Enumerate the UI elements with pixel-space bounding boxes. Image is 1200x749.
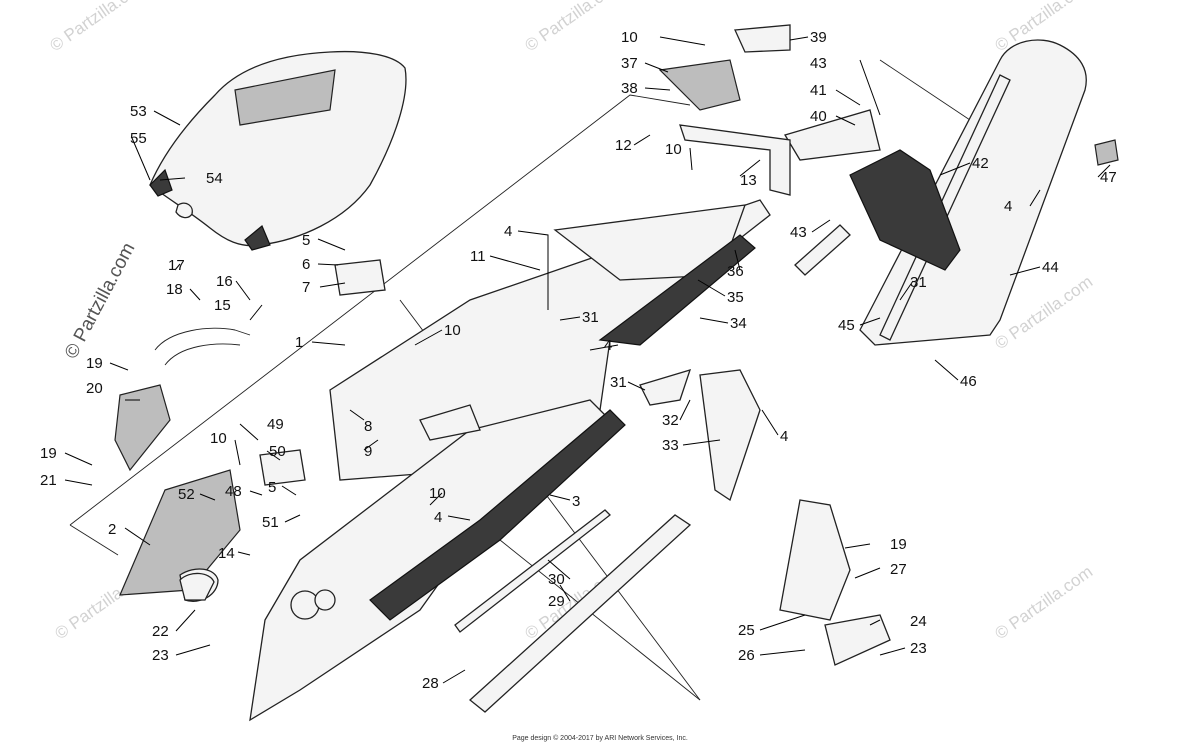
callout-14: 14 xyxy=(218,545,235,562)
callout-4: 4 xyxy=(780,428,788,445)
watermark: © Partzilla.com xyxy=(991,562,1096,643)
callout-34: 34 xyxy=(730,315,747,332)
callout-19: 19 xyxy=(40,445,57,462)
callout-12: 12 xyxy=(615,137,632,154)
callout-4: 4 xyxy=(434,509,442,526)
callout-51: 51 xyxy=(262,514,279,531)
callout-41: 41 xyxy=(810,82,827,99)
callout-20: 20 xyxy=(86,380,103,397)
callout-47: 47 xyxy=(1100,169,1117,186)
callout-4: 4 xyxy=(1004,198,1012,215)
callout-31: 31 xyxy=(910,274,927,291)
callout-15: 15 xyxy=(214,297,231,314)
callout-10: 10 xyxy=(665,141,682,158)
callout-22: 22 xyxy=(152,623,169,640)
callout-10: 10 xyxy=(444,322,461,339)
callout-11: 11 xyxy=(470,248,486,265)
callout-5: 5 xyxy=(268,479,276,496)
callout-labels: 1 2 3 4 4 4 4 4 5 5 6 7 8 9 10 10 10 10 … xyxy=(40,29,1117,692)
callout-19: 19 xyxy=(86,355,103,372)
callout-1: 1 xyxy=(295,334,303,351)
callout-31: 31 xyxy=(582,309,599,326)
callout-43: 43 xyxy=(790,224,807,241)
callout-3: 3 xyxy=(572,493,580,510)
callout-4: 4 xyxy=(604,337,612,354)
callout-44: 44 xyxy=(1042,259,1059,276)
callout-18: 18 xyxy=(166,281,183,298)
callout-49: 49 xyxy=(267,416,284,433)
callout-46: 46 xyxy=(960,373,977,390)
callout-28: 28 xyxy=(422,675,439,692)
callout-52: 52 xyxy=(178,486,195,503)
callout-10: 10 xyxy=(210,430,227,447)
callout-35: 35 xyxy=(727,289,744,306)
callout-32: 32 xyxy=(662,412,679,429)
callout-6: 6 xyxy=(302,256,310,273)
callout-30: 30 xyxy=(548,571,565,588)
callout-4: 4 xyxy=(504,223,512,240)
callout-48: 48 xyxy=(225,483,242,500)
running-board-rail xyxy=(454,509,692,713)
tunnel-chassis xyxy=(119,199,771,722)
callout-40: 40 xyxy=(810,108,827,125)
callout-39: 39 xyxy=(810,29,827,46)
callout-31: 31 xyxy=(610,374,627,391)
callout-43: 43 xyxy=(810,55,827,72)
rear-bumper xyxy=(859,39,1119,346)
callout-25: 25 xyxy=(738,622,755,639)
leader-lines xyxy=(64,36,1111,684)
callout-10: 10 xyxy=(429,485,446,502)
callout-2: 2 xyxy=(108,521,116,538)
callout-54: 54 xyxy=(206,170,223,187)
callout-33: 33 xyxy=(662,437,679,454)
callout-16: 16 xyxy=(216,273,233,290)
callout-55: 55 xyxy=(130,130,147,147)
page-footer: Page design © 2004-2017 by ARI Network S… xyxy=(512,735,688,742)
callout-53: 53 xyxy=(130,103,147,120)
callout-36: 36 xyxy=(727,263,744,280)
callout-38: 38 xyxy=(621,80,638,97)
callout-10: 10 xyxy=(621,29,638,46)
callout-21: 21 xyxy=(40,472,57,489)
callout-50: 50 xyxy=(269,443,286,460)
callout-27: 27 xyxy=(890,561,907,578)
callout-19: 19 xyxy=(890,536,907,553)
callout-42: 42 xyxy=(972,155,989,172)
snow-flap xyxy=(784,109,961,276)
brackets xyxy=(114,24,891,666)
watermark: © Partzilla.com xyxy=(61,239,140,362)
callout-13: 13 xyxy=(740,172,757,189)
seat xyxy=(149,50,407,251)
watermark: © Partzilla.com xyxy=(46,0,151,55)
callout-17: 17 xyxy=(168,257,185,274)
callout-24: 24 xyxy=(910,613,927,630)
callout-45: 45 xyxy=(838,317,855,334)
callout-23: 23 xyxy=(910,640,927,657)
watermark: © Partzilla.com xyxy=(521,0,626,55)
callout-8: 8 xyxy=(364,418,372,435)
callout-23: 23 xyxy=(152,647,169,664)
callout-37: 37 xyxy=(621,55,638,72)
callout-5: 5 xyxy=(302,232,310,249)
callout-26: 26 xyxy=(738,647,755,664)
callout-7: 7 xyxy=(302,279,310,296)
callout-29: 29 xyxy=(548,593,565,610)
callout-9: 9 xyxy=(364,443,372,460)
